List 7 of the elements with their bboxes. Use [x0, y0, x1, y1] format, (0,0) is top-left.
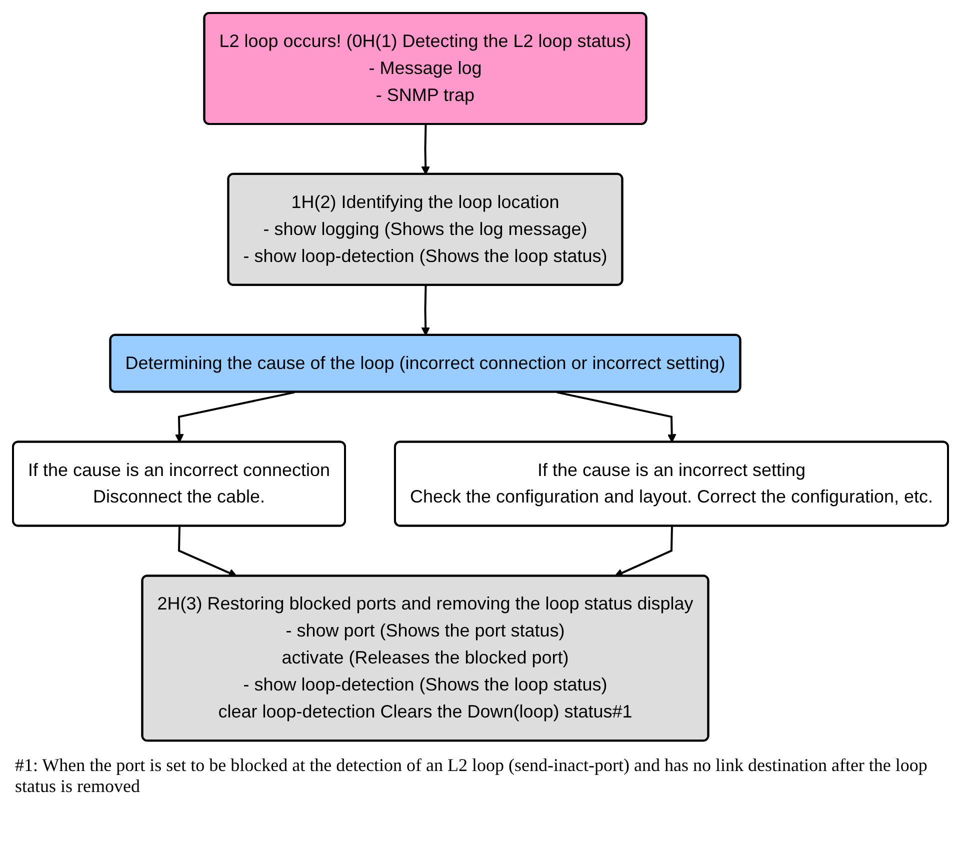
arrow [174, 391, 295, 443]
arrow [178, 526, 238, 578]
arrow [556, 391, 676, 443]
footnote: #1: When the port is set to be blocked at the detection of an L2 loop (send-inact-port) and has no link destination after the loop status is removed [15, 754, 928, 797]
arrow [614, 526, 673, 577]
arrow [421, 124, 430, 175]
arrow [421, 285, 430, 336]
